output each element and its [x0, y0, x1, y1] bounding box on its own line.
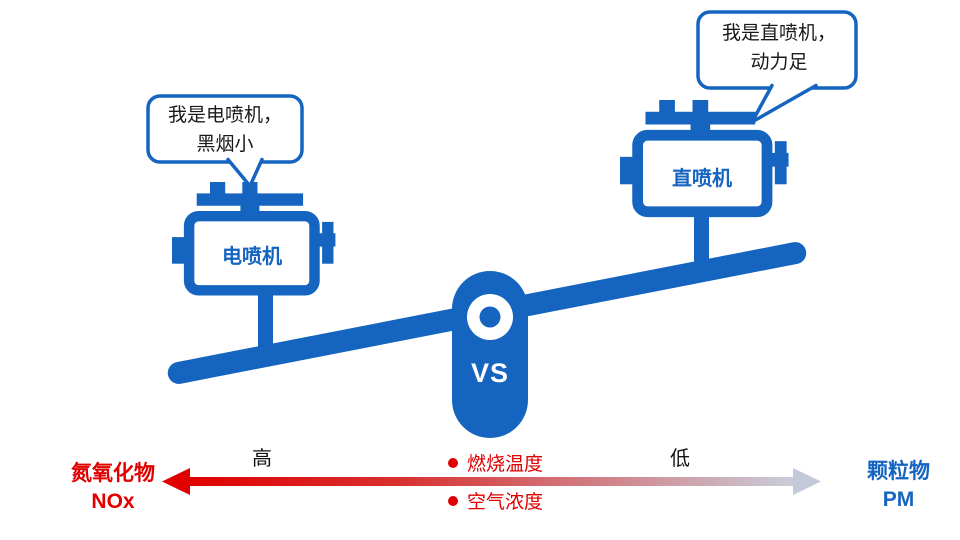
pivot-hole-center [479, 306, 501, 328]
endpoint-nox: 氮氧化物 NOx [58, 460, 168, 517]
factor-item-air: 空气浓度 [448, 487, 543, 514]
right-arrowhead-icon [793, 468, 821, 495]
left-engine-icon [172, 182, 335, 290]
right-bubble-line2: 动力足 [750, 51, 808, 73]
left-arrowhead-icon [162, 468, 190, 495]
tradeoff-axis-arrow [162, 468, 821, 495]
endpoint-nox-name: 氮氧化物 [71, 462, 155, 485]
left-speech-bubble [146, 94, 304, 188]
factor-air-label: 空气浓度 [467, 492, 544, 513]
right-bubble-text: 我是直喷机， 动力足 [702, 20, 856, 77]
factor-item-temperature: 燃烧温度 [448, 449, 543, 476]
left-engine-label: 电喷机 [222, 246, 282, 268]
right-speech-bubble [696, 10, 858, 124]
bullet-icon [448, 495, 458, 506]
right-engine-label: 直喷机 [672, 168, 732, 190]
left-bubble-line2: 黑烟小 [196, 133, 254, 155]
scale-high-label: 高 [252, 448, 272, 470]
bullet-icon [448, 457, 458, 468]
vs-label: VS [470, 358, 510, 388]
endpoint-pm-name: 颗粒物 [867, 460, 930, 483]
left-bubble-line1: 我是电喷机， [167, 105, 282, 126]
endpoint-nox-symbol: NOx [91, 490, 135, 514]
left-engine-post [258, 288, 273, 360]
right-bubble-line1: 我是直喷机， [721, 23, 836, 44]
factor-temperature-label: 燃烧温度 [467, 454, 544, 475]
endpoint-pm: 颗粒物 PM [846, 458, 951, 515]
left-bubble-text: 我是电喷机， 黑烟小 [150, 102, 300, 159]
endpoint-pm-symbol: PM [882, 488, 915, 512]
scale-low-label: 低 [670, 448, 690, 470]
right-engine-post [694, 208, 709, 276]
